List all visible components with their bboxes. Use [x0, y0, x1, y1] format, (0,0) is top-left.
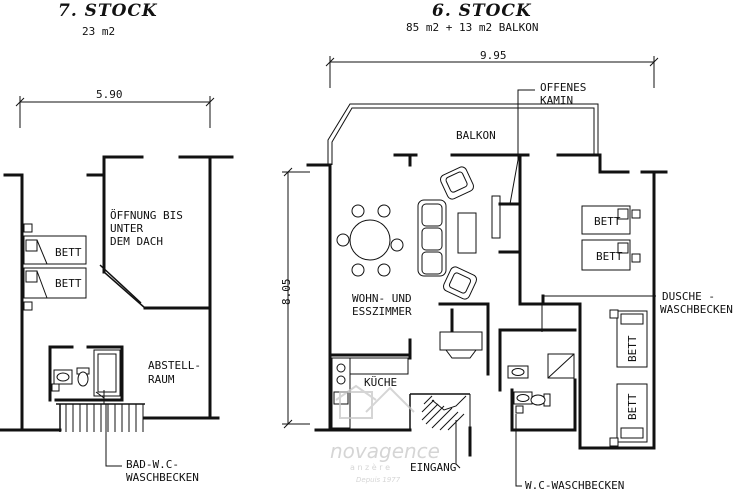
floor-7-bed-1	[23, 223, 87, 265]
floor-7-plan: 7. STOCK 23 m2 5.90	[0, 1, 234, 484]
watermark-sub: a n z è r e	[350, 462, 390, 472]
floor-6-fireplace-leader	[509, 89, 535, 205]
floor-6-entrance-leader	[455, 420, 461, 469]
floor-7-bathtub	[93, 349, 121, 397]
floor-6-kitchen-counter	[331, 357, 409, 429]
floor-6-washbasin	[507, 365, 529, 379]
floor-6-wc-washbasin	[513, 391, 533, 405]
floor-6-title: 6. STOCK	[432, 1, 532, 21]
watermark-logo: novagence a n z è r e Depuis 1977	[330, 384, 440, 484]
watermark-brand: novagence	[330, 439, 440, 463]
floor-6-living-label-2: ESSZIMMER	[352, 305, 412, 318]
floor-7-bath-leader	[105, 404, 122, 467]
floor-6-stairs	[409, 393, 471, 431]
floor-7-opening-label-1: ÖFFNUNG BIS	[110, 209, 183, 222]
floor-6-fireplace-label-1: OFFENES	[540, 81, 586, 94]
floor-6-armchair-1	[439, 166, 475, 200]
floor-6-bed-4	[609, 383, 648, 447]
floor-7-storage-label-2: RAUM	[148, 373, 175, 386]
floor-6-bed-4-label: BETT	[626, 393, 639, 420]
floor-6-sofa	[417, 199, 447, 277]
floor-7-stairs	[56, 390, 145, 432]
watermark-since: Depuis 1977	[356, 476, 401, 484]
floor-6-toilet	[530, 393, 551, 407]
floor-6-area: 85 m2 + 13 m2 BALKON	[406, 21, 538, 34]
floor-6-balcony-outline	[327, 103, 599, 165]
floor-6-plan: 6. STOCK 85 m2 + 13 m2 BALKON 9.95 8.05	[280, 1, 733, 492]
floor-6-fireplace	[491, 195, 522, 254]
floor-7-storage-label-1: ABSTELL-	[148, 359, 201, 372]
floor-6-shower-leader	[541, 295, 656, 332]
floor-7-title: 7. STOCK	[58, 1, 158, 21]
floor-7-toilet	[76, 367, 90, 387]
floor-7-dimension: 5.90	[96, 88, 123, 101]
floor-6-shaft	[515, 405, 524, 414]
floor-7-washbasin	[53, 369, 73, 385]
floor-7-walls	[0, 155, 234, 432]
floor-7-bed-2	[23, 267, 87, 311]
floor-6-wc-leader	[515, 414, 522, 487]
floor-6-fireplace-label-2: KAMIN	[540, 94, 573, 107]
floor-6-wc-label: W.C-WASCHBECKEN	[525, 479, 624, 492]
floor-6-entrance-label: EINGANG	[410, 461, 456, 474]
floor-7-dimension-line	[15, 96, 215, 128]
watermark-emblem	[335, 384, 415, 419]
floor-7-bath-label-1: BAD-W.C-	[126, 458, 179, 471]
floor-7-opening-label-2: UNTER	[110, 222, 143, 235]
floor-7-bed-1-label: BETT	[55, 246, 82, 259]
floor-6-bed-1	[581, 205, 641, 235]
floor-6-depth-dimension: 8.05	[280, 279, 293, 306]
floor-6-shower-label-1: DUSCHE -	[662, 290, 715, 303]
floor-6-width-dimension: 9.95	[480, 49, 507, 62]
floor-7-bath-label-2: WASCHBECKEN	[126, 471, 199, 484]
floor-6-bed-1-label: BETT	[594, 215, 621, 228]
floor-6-walls	[306, 153, 668, 457]
floor-6-living-label-1: WOHN- UND	[352, 292, 412, 305]
floor-6-bed-3-label: BETT	[626, 335, 639, 362]
floor-7-area: 23 m2	[82, 25, 115, 38]
floor-7-shaft	[51, 383, 60, 392]
floor-6-bar	[439, 331, 483, 359]
floor-7-opening-label-3: DEM DACH	[110, 235, 163, 248]
floor-6-shower	[547, 353, 575, 379]
floor-7-bed-2-label: BETT	[55, 277, 82, 290]
floor-6-bed-2	[581, 239, 641, 271]
floor-6-kitchen-label: KÜCHE	[364, 376, 397, 389]
floor-6-depth-dimension-line	[282, 167, 310, 429]
floor-6-armchair-2	[442, 266, 478, 300]
floor-6-balcony-label: BALKON	[456, 129, 496, 142]
floor-6-shower-label-2: WASCHBECKEN	[660, 303, 733, 316]
floor-6-bed-2-label: BETT	[596, 250, 623, 263]
floor-6-width-dimension-line	[325, 56, 659, 88]
floor-6-dining-table	[336, 204, 404, 277]
floor-6-bed-3	[609, 309, 648, 368]
floor-6-coffee-table	[457, 212, 477, 254]
